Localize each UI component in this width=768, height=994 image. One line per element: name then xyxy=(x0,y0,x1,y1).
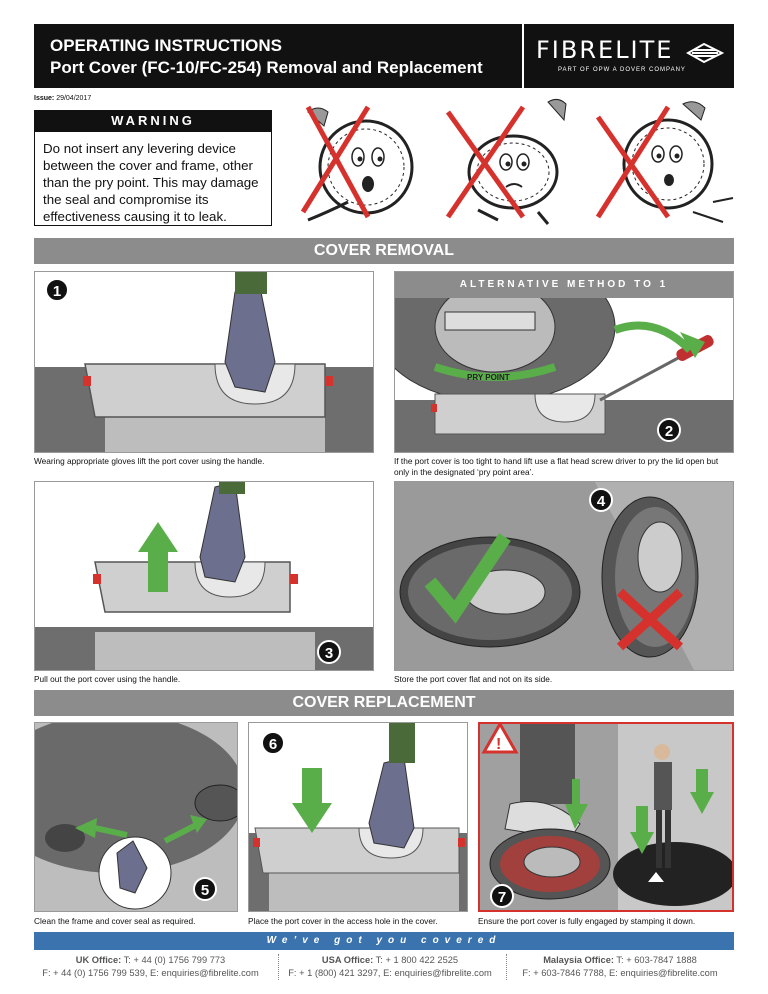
uk-office: UK Office: T: + 44 (0) 1756 799 773 F: +… xyxy=(34,954,267,980)
step6-panel: 6 xyxy=(248,722,468,912)
footer-separator xyxy=(278,954,279,980)
cover-removal-heading: COVER REMOVAL xyxy=(34,238,734,264)
alternative-method-heading: ALTERNATIVE METHOD TO 1 xyxy=(395,272,733,298)
warning-text: Do not insert any levering device betwee… xyxy=(34,132,272,226)
step7-panel: ! 7 xyxy=(478,722,734,912)
usa-office: USA Office: T: + 1 800 422 2525 F: + 1 (… xyxy=(278,954,502,980)
uk-office-phone: T: + 44 (0) 1756 799 773 xyxy=(123,955,226,965)
step4-illustration xyxy=(395,482,733,670)
cartoon-cover-pried xyxy=(300,105,414,222)
header-title-line1: OPERATING INSTRUCTIONS xyxy=(50,36,283,55)
step1-illustration xyxy=(35,272,373,452)
malaysia-office: Malaysia Office: T: + 603-7847 1888 F: +… xyxy=(506,954,734,980)
step2-panel: PRY POINT ALTERNATIVE METHOD TO 1 2 xyxy=(394,271,734,453)
svg-text:!: ! xyxy=(496,736,501,753)
issue-label: Issue: xyxy=(34,95,55,102)
step5-panel: 5 xyxy=(34,722,238,912)
step7-caption: Ensure the port cover is fully engaged b… xyxy=(478,916,696,926)
step4-panel: 4 xyxy=(394,481,734,671)
uk-office-name: UK Office: xyxy=(75,955,122,965)
malaysia-office-name: Malaysia Office: xyxy=(543,955,614,965)
warning-cartoons-illustration xyxy=(300,98,734,225)
cartoon-cover-kicked xyxy=(595,101,734,223)
step5-number: 5 xyxy=(193,877,217,901)
header-title-line2: Port Cover (FC-10/FC-254) Removal and Re… xyxy=(50,58,483,77)
malaysia-office-fax-email: F: + 603-7846 7788, E: enquiries@fibreli… xyxy=(522,968,718,978)
cover-replacement-heading: COVER REPLACEMENT xyxy=(34,690,734,716)
issue-date-value: 29/04/2017 xyxy=(56,95,92,102)
step3-panel: 3 xyxy=(34,481,374,671)
step3-number: 3 xyxy=(317,640,341,664)
usa-office-phone: T: + 1 800 422 2525 xyxy=(375,955,459,965)
footer-tagline: We’ve got you covered xyxy=(34,932,734,950)
step2-caption: If the port cover is too tight to hand l… xyxy=(394,456,719,477)
step6-caption: Place the port cover in the access hole … xyxy=(248,916,438,926)
step1-number: 1 xyxy=(45,278,69,302)
logo-wave-icon xyxy=(686,42,724,64)
usa-office-fax-email: F: + 1 (800) 421 3297, E: enquiries@fibr… xyxy=(288,968,492,978)
issue-date: Issue: 29/04/2017 xyxy=(34,95,91,102)
step6-illustration xyxy=(249,723,467,911)
step4-number: 4 xyxy=(589,488,613,512)
step5-caption: Clean the frame and cover seal as requir… xyxy=(34,916,196,926)
warning-heading: WARNING xyxy=(34,110,272,132)
header-divider xyxy=(522,24,524,88)
step7-illustration: ! xyxy=(480,724,732,910)
step1-panel: 1 xyxy=(34,271,374,453)
step6-number: 6 xyxy=(261,731,285,755)
footer-separator xyxy=(506,954,507,980)
logo-text: FIBRELITE xyxy=(536,36,674,64)
malaysia-office-phone: T: + 603-7847 1888 xyxy=(616,955,697,965)
uk-office-fax-email: F: + 44 (0) 1756 799 539, E: enquiries@f… xyxy=(42,968,259,978)
fibrelite-logo: FIBRELITE PART OF OPW A DOVER COMPANY xyxy=(536,36,726,80)
step4-caption: Store the port cover flat and not on its… xyxy=(394,674,553,684)
logo-subtext: PART OF OPW A DOVER COMPANY xyxy=(558,67,686,73)
pry-point-label: PRY POINT xyxy=(467,373,510,382)
cartoon-cover-dropped xyxy=(445,98,567,225)
step3-illustration xyxy=(35,482,373,670)
step2-illustration: PRY POINT xyxy=(395,272,733,452)
step3-caption: Pull out the port cover using the handle… xyxy=(34,674,181,684)
document-header: OPERATING INSTRUCTIONS Port Cover (FC-10… xyxy=(34,24,734,88)
usa-office-name: USA Office: xyxy=(321,955,374,965)
step7-number: 7 xyxy=(490,884,514,908)
step2-number: 2 xyxy=(657,418,681,442)
step1-caption: Wearing appropriate gloves lift the port… xyxy=(34,456,265,466)
